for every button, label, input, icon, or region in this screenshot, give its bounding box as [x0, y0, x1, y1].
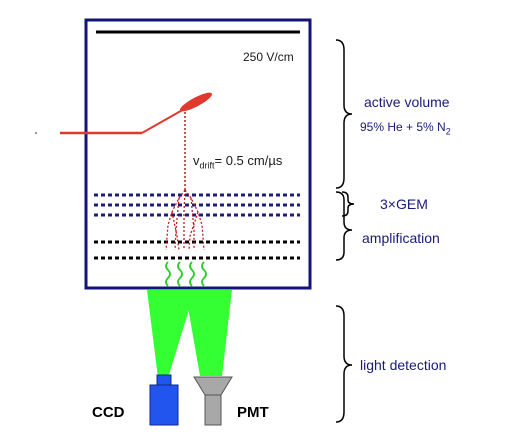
gas-mixture-subscript: 2 — [445, 126, 451, 137]
ccd-light-cone — [147, 290, 195, 378]
brace-active-volume — [335, 39, 353, 189]
scattered-track — [141, 107, 187, 134]
track-blob — [179, 92, 213, 112]
vdrift-value: = 0.5 cm/µs — [214, 153, 283, 168]
pmt-funnel — [193, 376, 233, 396]
photon-waves — [165, 261, 207, 287]
chamber-box — [84, 18, 312, 290]
ccd-lens — [156, 374, 172, 386]
gas-mixture-label: 95% He + 5% N2 — [360, 120, 451, 136]
ccd-camera — [149, 384, 179, 426]
pmt-label: PMT — [237, 404, 269, 421]
active-volume-label: active volume — [364, 94, 450, 110]
origin-dot — [35, 132, 37, 134]
gem-label: 3×GEM — [380, 196, 428, 212]
gas-mixture-text: 95% He + 5% N — [360, 120, 446, 134]
drift-velocity-label: vdrift= 0.5 cm/µs — [193, 153, 282, 171]
brace-light-detection — [335, 305, 353, 423]
field-strength-label: 250 V/cm — [243, 50, 294, 64]
vdrift-subscript: drift — [199, 160, 215, 171]
pmt-body — [204, 394, 222, 426]
light-detection-label: light detection — [360, 357, 447, 373]
brace-amplification — [335, 191, 353, 261]
vdrift-symbol: v — [193, 153, 200, 168]
ccd-label: CCD — [92, 404, 125, 421]
electron-avalanche — [165, 189, 205, 251]
amplification-label: amplification — [362, 230, 440, 246]
brace-gem — [341, 191, 355, 217]
pmt-light-cone — [185, 290, 232, 376]
